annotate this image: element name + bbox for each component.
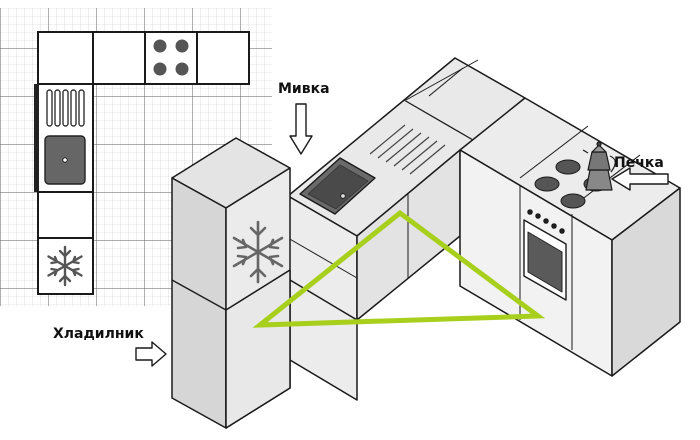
plan-drainboard-icon bbox=[46, 89, 85, 127]
right-counter-run bbox=[459, 97, 681, 377]
oven-knobs-icon bbox=[527, 209, 565, 234]
plan-burner-icon bbox=[153, 39, 189, 76]
fridge-left-face bbox=[171, 177, 227, 429]
right-run-end bbox=[611, 187, 681, 377]
plan-cabinet-left-2 bbox=[37, 191, 94, 239]
fridge-callout: Хладилник bbox=[53, 326, 167, 367]
moka-pot-icon bbox=[582, 141, 616, 191]
drainboard-icon bbox=[369, 124, 446, 175]
plan-drain-icon bbox=[62, 157, 68, 163]
stove-arrow-icon bbox=[611, 167, 669, 191]
sink-callout: Мивка bbox=[278, 81, 330, 155]
plan-snowflake-icon bbox=[47, 245, 83, 287]
plan-stove-cell bbox=[144, 31, 198, 85]
sink-label: Мивка bbox=[278, 81, 330, 97]
stove-label: Печка bbox=[614, 155, 664, 171]
plan-cabinet-top-4 bbox=[196, 31, 250, 85]
fridge-snowflake-icon bbox=[232, 220, 284, 284]
fridge-tower bbox=[171, 137, 358, 429]
fridge-door-split bbox=[171, 279, 227, 311]
plan-cabinet-top-1 bbox=[37, 31, 94, 85]
lower-left-cabinet-front bbox=[225, 269, 291, 429]
sink-basin-inner bbox=[307, 164, 369, 210]
work-triangle bbox=[252, 209, 546, 328]
stove-burner-icon bbox=[534, 159, 609, 209]
sink-drain-icon bbox=[340, 193, 346, 199]
stove-callout: Печка bbox=[611, 155, 669, 191]
fridge-label: Хладилник bbox=[53, 326, 144, 342]
sink-arrow-icon bbox=[289, 103, 313, 155]
isometric-kitchen bbox=[171, 57, 681, 429]
plan-counter-edge bbox=[34, 84, 39, 192]
fridge-arrow-icon bbox=[135, 341, 167, 367]
oven-window bbox=[527, 231, 563, 293]
plan-cabinet-top-2 bbox=[92, 31, 146, 85]
